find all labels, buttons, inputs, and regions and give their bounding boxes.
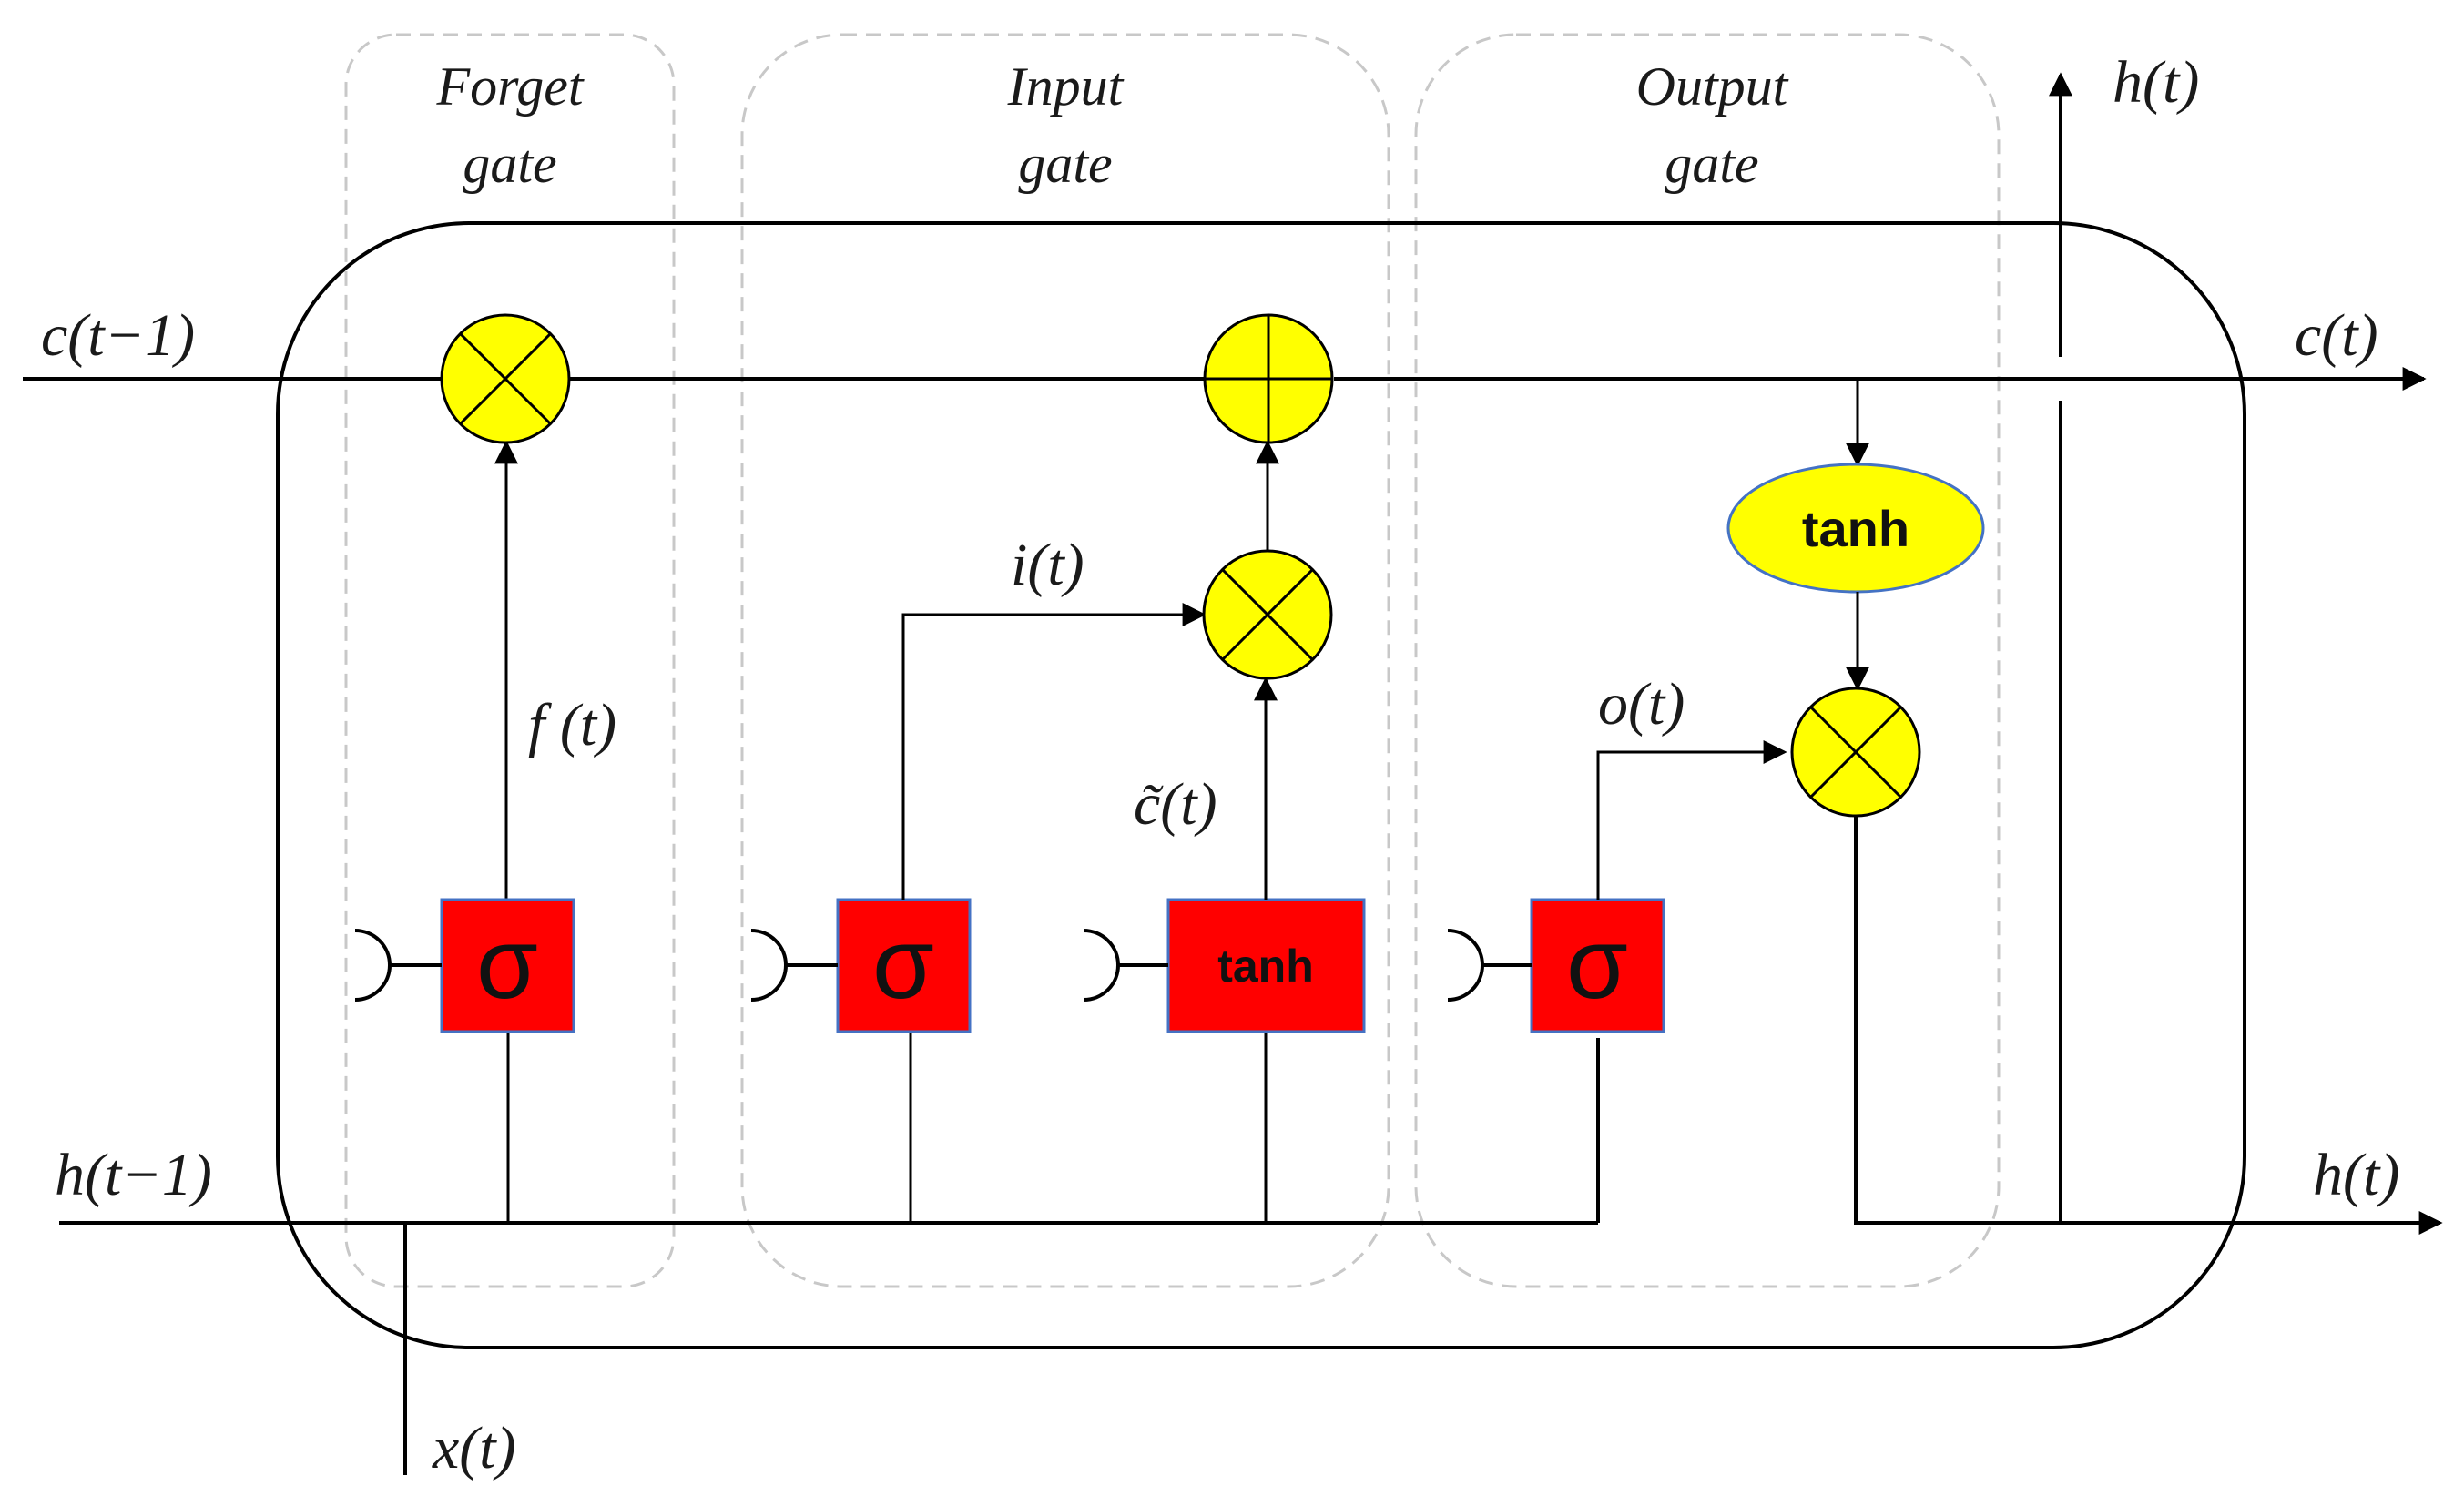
- f-t-label: f (t): [528, 692, 616, 758]
- h-next-right-label: h(t): [2313, 1142, 2399, 1208]
- output-gate-region: [1414, 33, 2001, 1288]
- i-t-label: i(t): [1011, 532, 1084, 598]
- h-next-top-label: h(t): [2113, 49, 2199, 116]
- h-prev-label: h(t−1): [55, 1142, 212, 1208]
- candidate-tanh-label: tanh: [1217, 941, 1314, 992]
- add-plus: [1205, 315, 1332, 443]
- x-input-label: x(t): [432, 1415, 516, 1481]
- c-next-label: c(t): [2295, 302, 2378, 369]
- forget-multiply-cross: [458, 331, 553, 426]
- output-gate-arrow: [1596, 740, 1787, 900]
- input-gate-title-line2: gate: [1018, 134, 1112, 194]
- candidate-bias-hook: [1083, 929, 1168, 1002]
- forget-bias-hook: [354, 929, 442, 1002]
- forget-gate-title-line1: Forget: [435, 56, 584, 117]
- forget-sigmoid-layer: [440, 898, 575, 1033]
- input-multiply-cross: [1220, 567, 1315, 662]
- cell-body: [276, 221, 2246, 1349]
- output-sigmoid-layer: [1530, 898, 1665, 1033]
- output-bias-hook: [1447, 929, 1532, 1002]
- output-sigma-symbol: σ: [1566, 908, 1628, 1020]
- output-gate-title-line1: Output: [1636, 56, 1789, 117]
- output-multiply-cross: [1808, 705, 1903, 799]
- input-sigma-symbol: σ: [872, 908, 934, 1020]
- forget-gate-title-line2: gate: [463, 134, 556, 194]
- output-tanh-op: [1726, 463, 1985, 594]
- c-prev-label: c(t−1): [41, 302, 195, 369]
- forget-gate-region: [344, 33, 676, 1288]
- c-tilde-label: c̃(t): [1134, 771, 1217, 838]
- output-gate-title-line2: gate: [1665, 134, 1758, 194]
- forget-sigma-symbol: σ: [476, 908, 538, 1020]
- hidden-output-line: [1854, 816, 2443, 1235]
- input-gate-arrow: [901, 603, 1207, 900]
- o-t-label: o(t): [1598, 671, 1685, 738]
- input-bias-hook: [750, 929, 838, 1002]
- output-tanh-label: tanh: [1802, 500, 1909, 557]
- input-gate-region: [740, 33, 1390, 1288]
- input-gate-title-line1: Input: [1007, 56, 1125, 117]
